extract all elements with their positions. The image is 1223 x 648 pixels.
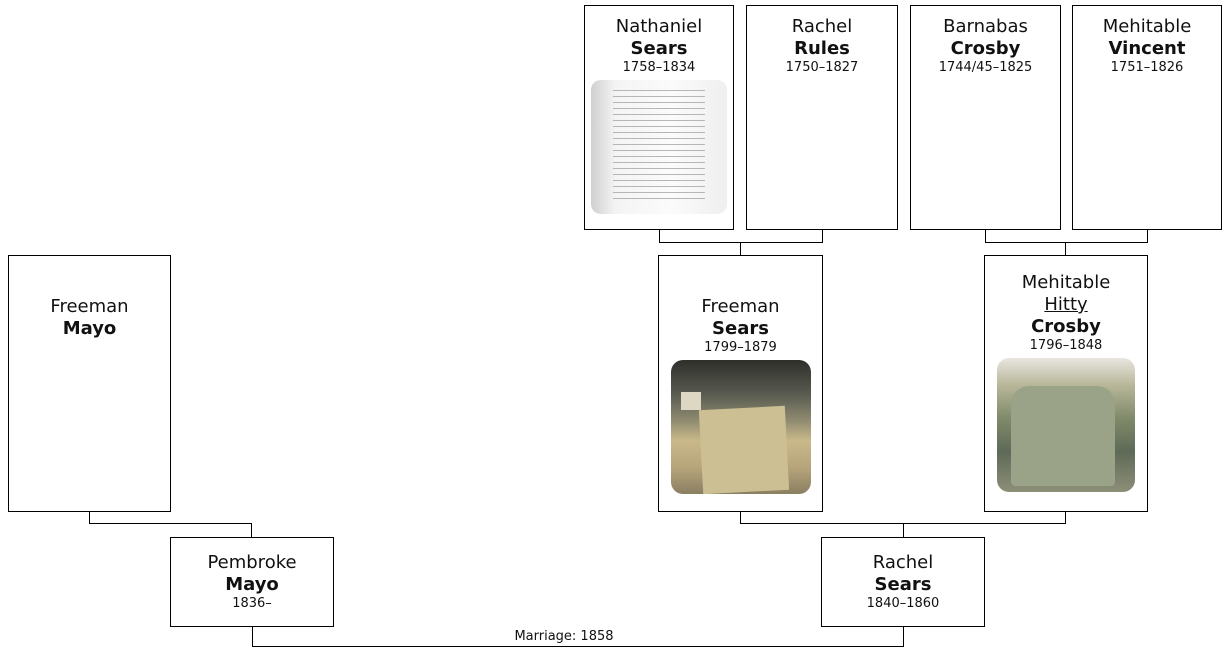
connector bbox=[985, 242, 1148, 243]
connector bbox=[89, 512, 90, 523]
given-name: Rachel bbox=[872, 552, 934, 573]
connector bbox=[740, 242, 741, 255]
given-name: Mehitable bbox=[1102, 16, 1192, 37]
given-name: Freeman bbox=[50, 296, 129, 317]
life-dates: 1751–1826 bbox=[1110, 60, 1184, 75]
surname: Crosby bbox=[950, 38, 1021, 59]
surname: Sears bbox=[874, 574, 932, 595]
given-name: Pembroke bbox=[207, 552, 297, 573]
gravestone-photo[interactable] bbox=[997, 358, 1135, 492]
connector bbox=[985, 230, 986, 242]
given-name: Freeman bbox=[701, 296, 780, 317]
connector bbox=[1065, 242, 1066, 255]
connector bbox=[1147, 230, 1148, 242]
connector bbox=[659, 242, 823, 243]
life-dates: 1758–1834 bbox=[622, 60, 696, 75]
surname: Mayo bbox=[225, 574, 279, 595]
connector bbox=[740, 512, 741, 523]
life-dates: 1836– bbox=[232, 596, 272, 611]
given-name: Rachel bbox=[791, 16, 853, 37]
surname: Vincent bbox=[1108, 38, 1186, 59]
life-dates: 1750–1827 bbox=[785, 60, 859, 75]
surname: Rules bbox=[794, 38, 850, 59]
given-name: Mehitable bbox=[1021, 272, 1111, 293]
person-card-mehitable-crosby[interactable]: Mehitable Hitty Crosby 1796–1848 bbox=[984, 255, 1148, 512]
connector bbox=[659, 230, 660, 242]
marriage-connector bbox=[252, 627, 253, 647]
gravestone-photo[interactable] bbox=[670, 360, 811, 494]
person-card-nathaniel-sears[interactable]: Nathaniel Sears 1758–1834 bbox=[584, 5, 734, 230]
person-card-freeman-mayo[interactable]: Freeman Mayo bbox=[8, 255, 171, 512]
life-dates: 1796–1848 bbox=[1029, 338, 1103, 353]
person-card-mehitable-vincent[interactable]: Mehitable Vincent 1751–1826 bbox=[1072, 5, 1222, 230]
marriage-label: Marriage: 1858 bbox=[514, 629, 614, 644]
person-card-rachel-rules[interactable]: Rachel Rules 1750–1827 bbox=[746, 5, 898, 230]
connector bbox=[903, 523, 904, 537]
marriage-connector bbox=[903, 627, 904, 647]
person-card-pembroke-mayo[interactable]: Pembroke Mayo 1836– bbox=[170, 537, 334, 627]
life-dates: 1744/45–1825 bbox=[938, 60, 1033, 75]
nickname: Hitty bbox=[1044, 294, 1088, 315]
life-dates: 1799–1879 bbox=[704, 340, 777, 355]
connector bbox=[822, 230, 823, 242]
given-name: Nathaniel bbox=[615, 16, 703, 37]
document-photo[interactable] bbox=[591, 80, 727, 214]
person-card-freeman-sears[interactable]: Freeman Sears 1799–1879 bbox=[658, 255, 823, 512]
marriage-connector bbox=[252, 646, 904, 647]
connector bbox=[1065, 512, 1066, 523]
connector bbox=[89, 523, 252, 524]
person-card-rachel-sears[interactable]: Rachel Sears 1840–1860 bbox=[821, 537, 985, 627]
surname: Mayo bbox=[62, 318, 117, 339]
connector bbox=[251, 523, 252, 537]
given-name: Barnabas bbox=[943, 16, 1028, 37]
person-card-barnabas-crosby[interactable]: Barnabas Crosby 1744/45–1825 bbox=[910, 5, 1061, 230]
surname: Sears bbox=[712, 318, 769, 339]
surname: Sears bbox=[630, 38, 688, 59]
life-dates: 1840–1860 bbox=[866, 596, 940, 611]
surname: Crosby bbox=[1031, 316, 1101, 337]
